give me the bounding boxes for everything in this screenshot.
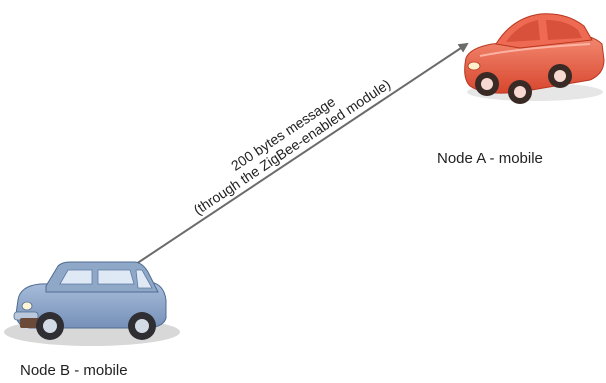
car-a-icon bbox=[464, 13, 605, 104]
message-label-line2: (through the ZigBee-enabled module) bbox=[191, 76, 394, 218]
message-label: 200 bytes message (through the ZigBee-en… bbox=[191, 76, 394, 218]
car-b-icon bbox=[4, 261, 180, 346]
message-arrow bbox=[129, 42, 469, 269]
node-b-label: Node B - mobile bbox=[20, 362, 128, 379]
node-a-label: Node A - mobile bbox=[437, 150, 543, 167]
